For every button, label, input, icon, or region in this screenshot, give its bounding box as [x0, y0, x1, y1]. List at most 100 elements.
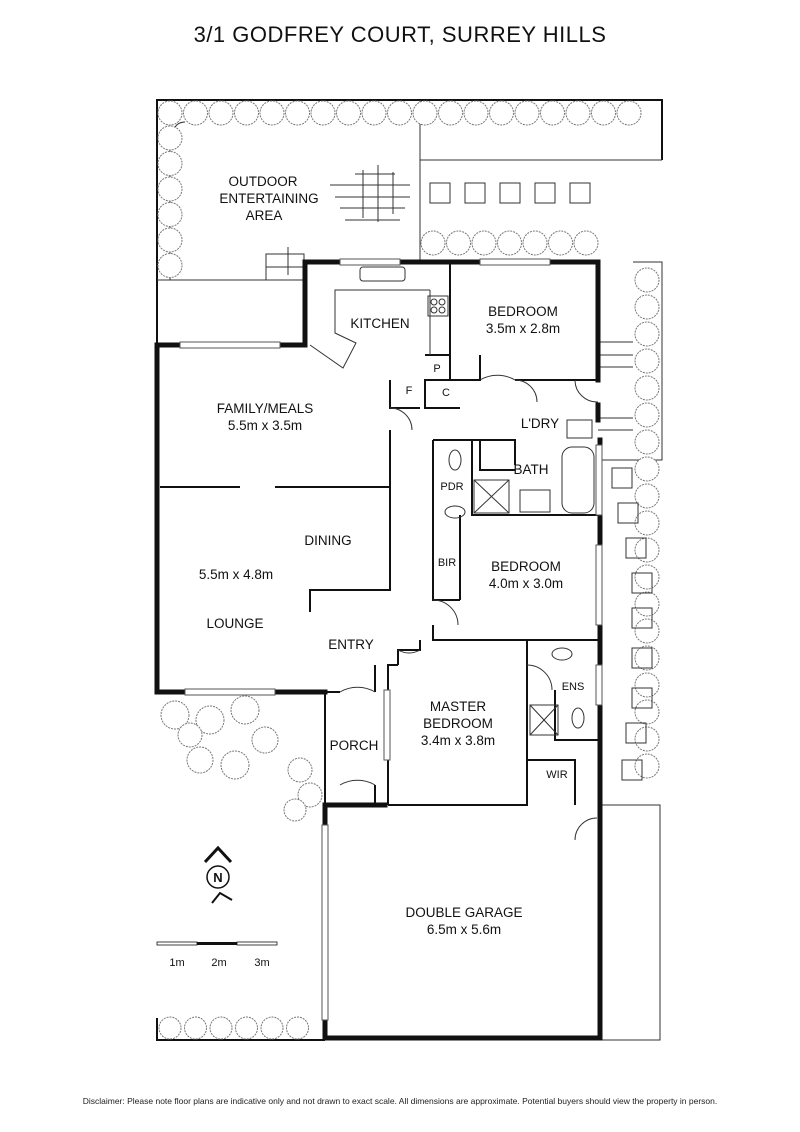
shrub-icon — [634, 672, 660, 698]
shrub-icon — [634, 591, 660, 617]
shrub-icon — [177, 722, 203, 748]
shrub-icon — [471, 230, 497, 256]
room-label-garage: DOUBLE GARAGE — [405, 905, 522, 920]
shrub-icon — [634, 726, 660, 752]
shrub-icon — [157, 151, 183, 176]
room-size-master: 3.4m x 3.8m — [421, 733, 495, 748]
compass-north-label: N — [213, 870, 222, 885]
shrub-icon — [634, 294, 660, 320]
paving-stones — [429, 182, 653, 781]
shrub-icon — [565, 100, 591, 126]
disclaimer: Disclaimer: Please note floor plans are … — [82, 1096, 718, 1106]
shrub-icon — [195, 705, 225, 735]
shrub-icon — [251, 726, 279, 754]
shrub-icon — [183, 100, 208, 126]
windows — [179, 258, 603, 1021]
shrub-icon — [297, 782, 323, 808]
shrub-icon — [446, 230, 471, 256]
shrub-icon — [283, 798, 307, 822]
shrub-icon — [634, 564, 660, 590]
room-label-lounge: LOUNGE — [206, 616, 263, 631]
shrub-icon — [186, 746, 214, 774]
shrub-icon — [230, 695, 260, 725]
shrub-icon — [184, 1016, 207, 1040]
shrub-icon — [438, 100, 463, 126]
room-label-fridge: F — [406, 385, 413, 397]
shrub-icon — [209, 1016, 233, 1040]
shrub-icon — [616, 100, 642, 126]
shrub-icon — [463, 100, 489, 126]
shrub-icon — [412, 100, 438, 126]
shrub-icon — [361, 100, 387, 126]
scale-label: 2m — [211, 957, 226, 969]
shrub-icon — [336, 100, 361, 126]
shrub-icon — [489, 100, 514, 126]
plan-title: 3/1 GODFREY COURT, SURREY HILLS — [193, 22, 607, 47]
scale-label: 3m — [254, 957, 269, 969]
shrub-icon — [235, 1016, 258, 1040]
shrub-icon — [285, 100, 310, 126]
shrub-icon — [634, 537, 660, 563]
shrub-icon — [157, 253, 183, 278]
room-label-cupboard: C — [442, 387, 450, 399]
north-compass-icon: N — [203, 845, 233, 904]
brick-paving-icon — [330, 165, 410, 222]
shrub-icon — [634, 510, 660, 536]
shrub-icon — [160, 700, 190, 730]
shrub-icon — [259, 100, 285, 126]
shrub-icon — [634, 429, 660, 455]
room-label-outdoor: OUTDOOR — [229, 174, 298, 189]
shrub-icon — [158, 1016, 182, 1040]
room-label-ensuite: ENS — [562, 681, 585, 693]
shrub-icon — [591, 100, 616, 126]
room-label-bedroom: BEDROOM — [488, 304, 558, 319]
room-label-dining: DINING — [304, 533, 351, 548]
room-label-porch: PORCH — [330, 738, 379, 753]
shrub-icon — [634, 375, 660, 401]
room-label-family: FAMILY/MEALS — [217, 401, 314, 416]
room-label-master: BEDROOM — [423, 716, 493, 731]
shrub-icon — [548, 230, 573, 256]
room-label-master: MASTER — [430, 699, 487, 714]
shrub-icon — [387, 100, 412, 126]
shrub-icon — [634, 348, 660, 374]
garden-hedges — [157, 100, 660, 1040]
scale-bar: 1m 2m 3m — [156, 941, 278, 969]
shrub-icon — [157, 176, 183, 202]
shrub-icon — [157, 125, 183, 151]
room-label-pantry: P — [433, 363, 440, 375]
room-label-bir: BIR — [438, 557, 456, 569]
shrub-icon — [157, 100, 183, 126]
room-label-powder: PDR — [440, 481, 463, 493]
shrub-icon — [634, 402, 660, 428]
shrub-icon — [157, 202, 183, 227]
shrub-icon — [157, 227, 183, 253]
shrub-icon — [634, 645, 660, 671]
room-label-outdoor: AREA — [246, 208, 283, 223]
shrub-icon — [634, 321, 660, 347]
shrub-icon — [220, 750, 250, 780]
room-label-entry: ENTRY — [328, 637, 374, 652]
room-label-bath: BATH — [513, 462, 548, 477]
shrub-icon — [234, 100, 259, 126]
room-size-bedroom-2: 4.0m x 3.0m — [489, 576, 563, 591]
scale-label: 1m — [169, 957, 184, 969]
room-size-garage: 6.5m x 5.6m — [427, 922, 501, 937]
room-label-bedroom-2: BEDROOM — [491, 559, 561, 574]
shrub-icon — [573, 230, 599, 256]
bathroom-fixtures — [444, 419, 595, 736]
shrub-icon — [260, 1016, 284, 1040]
shrub-icon — [634, 753, 660, 779]
room-label-outdoor: ENTERTAINING — [219, 191, 318, 206]
shrub-icon — [310, 100, 336, 126]
door-swings — [339, 374, 599, 841]
room-label-laundry: L'DRY — [521, 416, 559, 431]
shrub-icon — [634, 483, 660, 509]
room-size-bedroom: 3.5m x 2.8m — [486, 321, 560, 336]
shrub-icon — [634, 267, 660, 293]
room-size-lounge: 5.5m x 4.8m — [199, 567, 273, 582]
shrub-icon — [286, 1016, 309, 1040]
walls — [154, 259, 603, 1041]
shrub-icon — [634, 699, 660, 725]
shrub-icon — [634, 618, 660, 644]
